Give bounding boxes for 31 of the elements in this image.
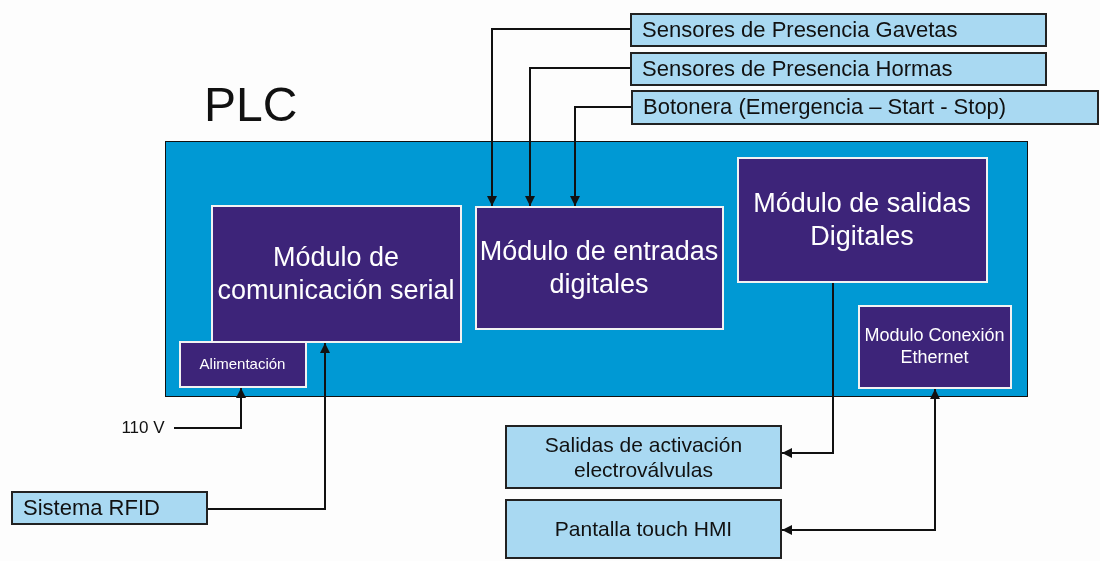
node-text: Modulo Conexión Ethernet bbox=[863, 324, 1006, 369]
node-text: Sensores de Presencia Gavetas bbox=[642, 16, 958, 44]
connector-arrow bbox=[525, 67, 631, 207]
module-box bbox=[178, 340, 307, 388]
node-text: Sensores de Presencia Hormas bbox=[642, 55, 953, 83]
node-text: 110 V bbox=[121, 417, 165, 439]
device-box bbox=[505, 499, 782, 559]
device-box bbox=[630, 52, 1047, 86]
module-box bbox=[857, 304, 1012, 389]
connector-arrow bbox=[173, 387, 246, 429]
node-text: Salidas de activación electroválvulas bbox=[543, 431, 744, 483]
node-text: Sistema RFID bbox=[23, 494, 160, 522]
device-box bbox=[630, 13, 1047, 47]
node-text: Módulo de comunicación serial bbox=[216, 241, 456, 306]
module-box bbox=[736, 156, 988, 283]
node-text: Botonera (Emergencia – Start - Stop) bbox=[643, 94, 1007, 121]
connector-arrow bbox=[781, 388, 940, 535]
node-text: Módulo de entradas digitales bbox=[478, 235, 720, 300]
connector-arrow bbox=[207, 342, 330, 510]
device-box bbox=[11, 491, 208, 525]
node-text: Pantalla touch HMI bbox=[554, 516, 733, 542]
device-box bbox=[505, 425, 782, 489]
node-text: Módulo de salidas Digitales bbox=[752, 187, 972, 252]
connector-arrow bbox=[781, 282, 834, 458]
module-box bbox=[210, 204, 462, 343]
device-box bbox=[631, 90, 1099, 125]
connector-arrow bbox=[487, 28, 631, 207]
node-text: Alimentación bbox=[199, 355, 286, 373]
connector-arrow bbox=[570, 106, 632, 207]
container-heading: PLC bbox=[204, 77, 298, 133]
module-box bbox=[474, 205, 724, 330]
